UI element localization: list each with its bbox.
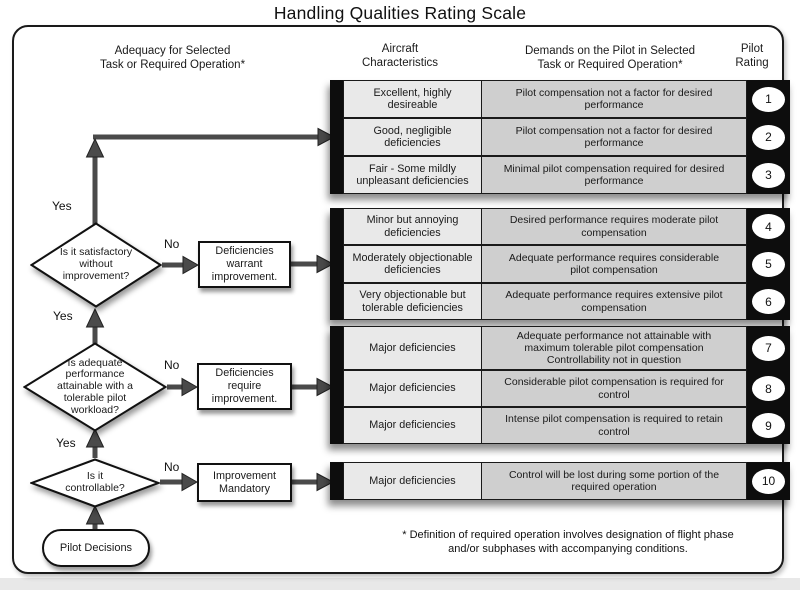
rating-row-2: Good, negligible deficiencies Pilot comp… [343,118,790,156]
rating-badge: 9 [752,413,785,438]
rating-badge: 7 [752,335,785,361]
no-label: No [164,237,180,251]
pilot-demands-cell: Adequate performance requires extensive … [482,283,747,320]
pilot-rating-cell: 7 [747,326,790,370]
decision-question: Is adequate performance attainable with … [57,356,133,416]
no-label: No [164,460,180,474]
yes-label: Yes [53,309,73,323]
rating-group-7-9: Major deficiencies Adequate performance … [330,326,790,444]
pilot-demands-cell: Adequate performance requires considerab… [482,245,747,283]
action-box-improvement-mandatory: Improvement Mandatory [197,463,292,502]
rating-row-7: Major deficiencies Adequate performance … [343,326,790,370]
rating-badge: 5 [752,251,785,277]
rating-row-8: Major deficiencies Considerable pilot co… [343,370,790,407]
rating-badge: 8 [752,376,785,401]
rating-row-9: Major deficiencies Intense pilot compens… [343,407,790,444]
pilot-rating-cell: 9 [747,407,790,444]
pilot-rating-cell: 2 [747,118,790,156]
aircraft-characteristics-cell: Fair - Some mildly unpleasant deficienci… [343,156,482,194]
decision-question: Is it satisfactory without improvement? [59,246,133,282]
pilot-rating-cell: 8 [747,370,790,407]
aircraft-characteristics-cell: Major deficiencies [343,326,482,370]
action-box-deficiencies-require: Deficiencies require improvement. [197,363,292,410]
aircraft-characteristics-cell: Major deficiencies [343,462,482,500]
pilot-decisions-node: Pilot Decisions [42,529,150,567]
rating-row-10: Major deficiencies Control will be lost … [343,462,790,500]
column-header-aircraft-characteristics: Aircraft Characteristics [361,43,439,70]
action-box-deficiencies-warrant: Deficiencies warrant improvement. [198,241,291,288]
aircraft-characteristics-cell: Moderately objectionable deficiencies [343,245,482,283]
column-header-demands: Demands on the Pilot in Selected Task or… [524,45,696,72]
aircraft-characteristics-cell: Major deficiencies [343,407,482,444]
yes-label: Yes [52,199,72,213]
rating-group-1-3: Excellent, highly desireable Pilot compe… [330,80,790,194]
rating-badge: 10 [752,468,785,494]
rating-group-10: Major deficiencies Control will be lost … [330,462,790,500]
pilot-demands-cell: Minimal pilot compensation required for … [482,156,747,194]
rating-badge: 3 [752,162,785,188]
rating-row-5: Moderately objectionable deficiencies Ad… [343,245,790,283]
decision-diamond-controllable: Is it controllable? [30,458,160,508]
decision-question: Is it controllable? [65,470,125,494]
pilot-rating-cell: 6 [747,283,790,320]
decision-diamond-satisfactory: Is it satisfactory without improvement? [30,222,162,308]
diamond-shape [23,342,167,432]
rating-row-4: Minor but annoying deficiencies Desired … [343,208,790,245]
pilot-demands-cell: Desired performance requires moderate pi… [482,208,747,245]
no-label: No [164,358,180,372]
yes-label: Yes [56,436,76,450]
pilot-demands-cell: Pilot compensation not a factor for desi… [482,118,747,156]
aircraft-characteristics-cell: Excellent, highly desireable [343,80,482,118]
footnote: * Definition of required operation invol… [402,529,734,556]
aircraft-characteristics-cell: Very objectionable but tolerable deficie… [343,283,482,320]
column-header-adequacy: Adequacy for Selected Task or Required O… [99,45,246,72]
rating-badge: 2 [752,124,785,150]
decision-diamond-adequate-performance: Is adequate performance attainable with … [23,342,167,432]
pilot-demands-cell: Adequate performance not attainable with… [482,326,747,370]
rating-badge: 4 [752,214,785,239]
rating-row-6: Very objectionable but tolerable deficie… [343,283,790,320]
rating-row-1: Excellent, highly desireable Pilot compe… [343,80,790,118]
diamond-shape [30,458,160,508]
rating-row-3: Fair - Some mildly unpleasant deficienci… [343,156,790,194]
aircraft-characteristics-cell: Major deficiencies [343,370,482,407]
pilot-demands-cell: Considerable pilot compensation is requi… [482,370,747,407]
diamond-shape [30,222,162,308]
rating-badge: 1 [752,86,785,112]
pilot-rating-cell: 3 [747,156,790,194]
pilot-rating-cell: 1 [747,80,790,118]
rating-badge: 6 [752,289,785,314]
column-header-pilot-rating: Pilot Rating [735,43,769,70]
page-title: Handling Qualities Rating Scale [273,3,527,23]
aircraft-characteristics-cell: Minor but annoying deficiencies [343,208,482,245]
pilot-demands-cell: Pilot compensation not a factor for desi… [482,80,747,118]
rating-group-4-6: Minor but annoying deficiencies Desired … [330,208,790,320]
pilot-rating-cell: 4 [747,208,790,245]
background-strip [0,578,800,590]
pilot-rating-cell: 10 [747,462,790,500]
pilot-demands-cell: Intense pilot compensation is required t… [482,407,747,444]
aircraft-characteristics-cell: Good, negligible deficiencies [343,118,482,156]
pilot-rating-cell: 5 [747,245,790,283]
pilot-demands-cell: Control will be lost during some portion… [482,462,747,500]
